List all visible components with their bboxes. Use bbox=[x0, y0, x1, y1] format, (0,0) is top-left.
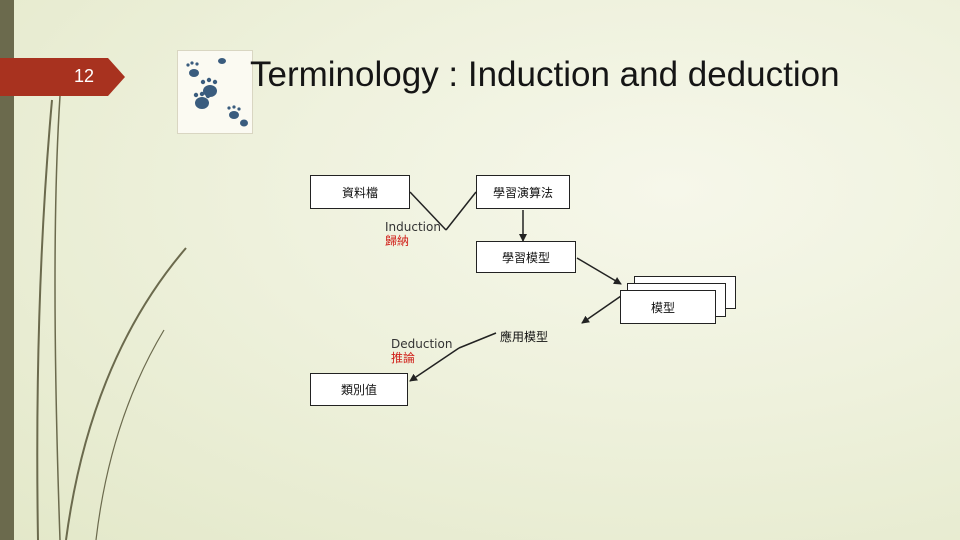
edge-deduction-to-class-value bbox=[409, 347, 460, 382]
decorative-curves bbox=[36, 95, 187, 540]
learning-algorithm-label: 學習演算法 bbox=[492, 185, 553, 200]
slide-logo-image bbox=[177, 50, 253, 134]
footprints-icon bbox=[186, 58, 248, 127]
deduction-label-en: Deduction bbox=[391, 337, 453, 351]
edge-learning-model-to-model bbox=[576, 257, 622, 285]
deduction-label: Deduction 推論 bbox=[391, 337, 452, 365]
data-file-label: 資料檔 bbox=[341, 185, 378, 200]
edge-data-to-induction bbox=[409, 191, 447, 231]
data-file-box: 資料檔 bbox=[310, 175, 410, 209]
model-label: 模型 bbox=[650, 301, 675, 315]
class-value-box: 類別值 bbox=[310, 373, 408, 406]
induction-label-en: Induction bbox=[385, 220, 441, 234]
slide-number: 12 bbox=[74, 66, 95, 86]
edge-model-to-apply-model bbox=[581, 295, 622, 324]
learning-model-box: 學習模型 bbox=[476, 241, 576, 273]
learning-model-label: 學習模型 bbox=[501, 250, 550, 265]
edge-induction-to-algorithm bbox=[445, 191, 477, 231]
model-box: 模型 bbox=[620, 290, 716, 324]
induction-label-zh: 歸納 bbox=[385, 234, 410, 248]
induction-label: Induction 歸納 bbox=[385, 220, 441, 248]
edge-apply-model-to-deduction bbox=[458, 332, 497, 349]
deduction-label-zh: 推論 bbox=[391, 351, 416, 365]
slide-number-tab bbox=[0, 58, 125, 96]
left-accent-strip bbox=[0, 0, 14, 540]
learning-algorithm-box: 學習演算法 bbox=[476, 175, 570, 209]
class-value-label: 類別值 bbox=[340, 383, 377, 397]
slide-title: Terminology : Induction and deduction bbox=[250, 55, 840, 94]
apply-model-label: 應用模型 bbox=[500, 330, 549, 344]
